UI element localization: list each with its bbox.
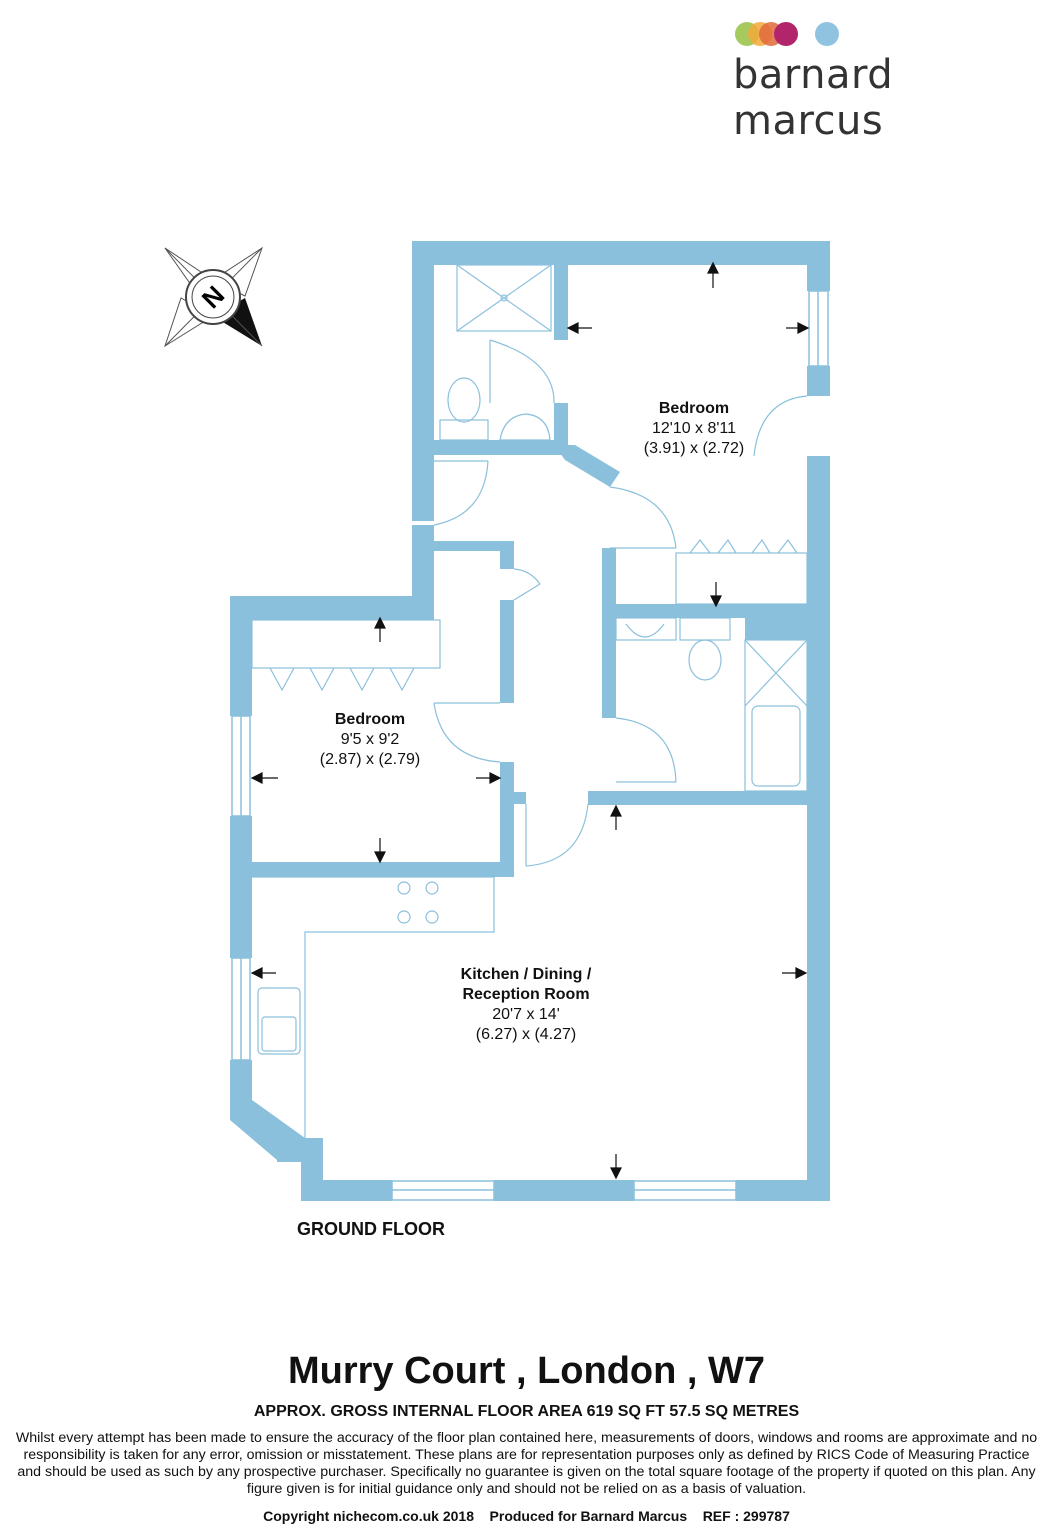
room-size-imperial: 12'10 x 8'11 xyxy=(651,420,737,437)
measure-arrows xyxy=(250,261,810,1180)
brand-dots xyxy=(735,22,839,46)
room-size-metric: (6.27) x (4.27) xyxy=(475,1026,577,1043)
brand-logo xyxy=(730,18,1030,98)
floor-label: GROUND FLOOR xyxy=(297,1219,445,1239)
brand-name: barnard marcus xyxy=(733,52,894,144)
brand-dot-blue xyxy=(815,22,839,46)
disclaimer: Whilst every attempt has been made to en… xyxy=(15,1430,1038,1497)
windows xyxy=(231,290,829,1201)
floor-area: APPROX. GROSS INTERNAL FLOOR AREA 619 SQ… xyxy=(253,1403,800,1420)
room-name: Bedroom xyxy=(334,711,406,728)
room-label-kitchen: Kitchen / Dining / Reception Room 20'7 x… xyxy=(426,965,626,1045)
brand-dot-magenta xyxy=(774,22,798,46)
walls xyxy=(230,241,830,1201)
room-size-imperial: 9'5 x 9'2 xyxy=(340,731,400,748)
room-size-metric: (2.87) x (2.79) xyxy=(319,751,421,768)
room-name-line1: Kitchen / Dining / xyxy=(460,966,592,983)
compass-icon: N xyxy=(164,246,263,348)
room-label-bedroom-1: Bedroom 12'10 x 8'11 (3.91) x (2.72) xyxy=(614,399,774,459)
room-name: Bedroom xyxy=(658,400,730,417)
footer-credits: Copyright nichecom.co.uk 2018 Produced f… xyxy=(263,1508,790,1524)
room-size-imperial: 20'7 x 14' xyxy=(492,1006,560,1023)
fixtures xyxy=(251,264,808,1138)
room-size-metric: (3.91) x (2.72) xyxy=(643,440,745,457)
room-name-line2: Reception Room xyxy=(462,986,590,1003)
room-label-bedroom-2: Bedroom 9'5 x 9'2 (2.87) x (2.79) xyxy=(290,710,450,770)
property-title: Murry Court , London , W7 xyxy=(287,1350,766,1392)
